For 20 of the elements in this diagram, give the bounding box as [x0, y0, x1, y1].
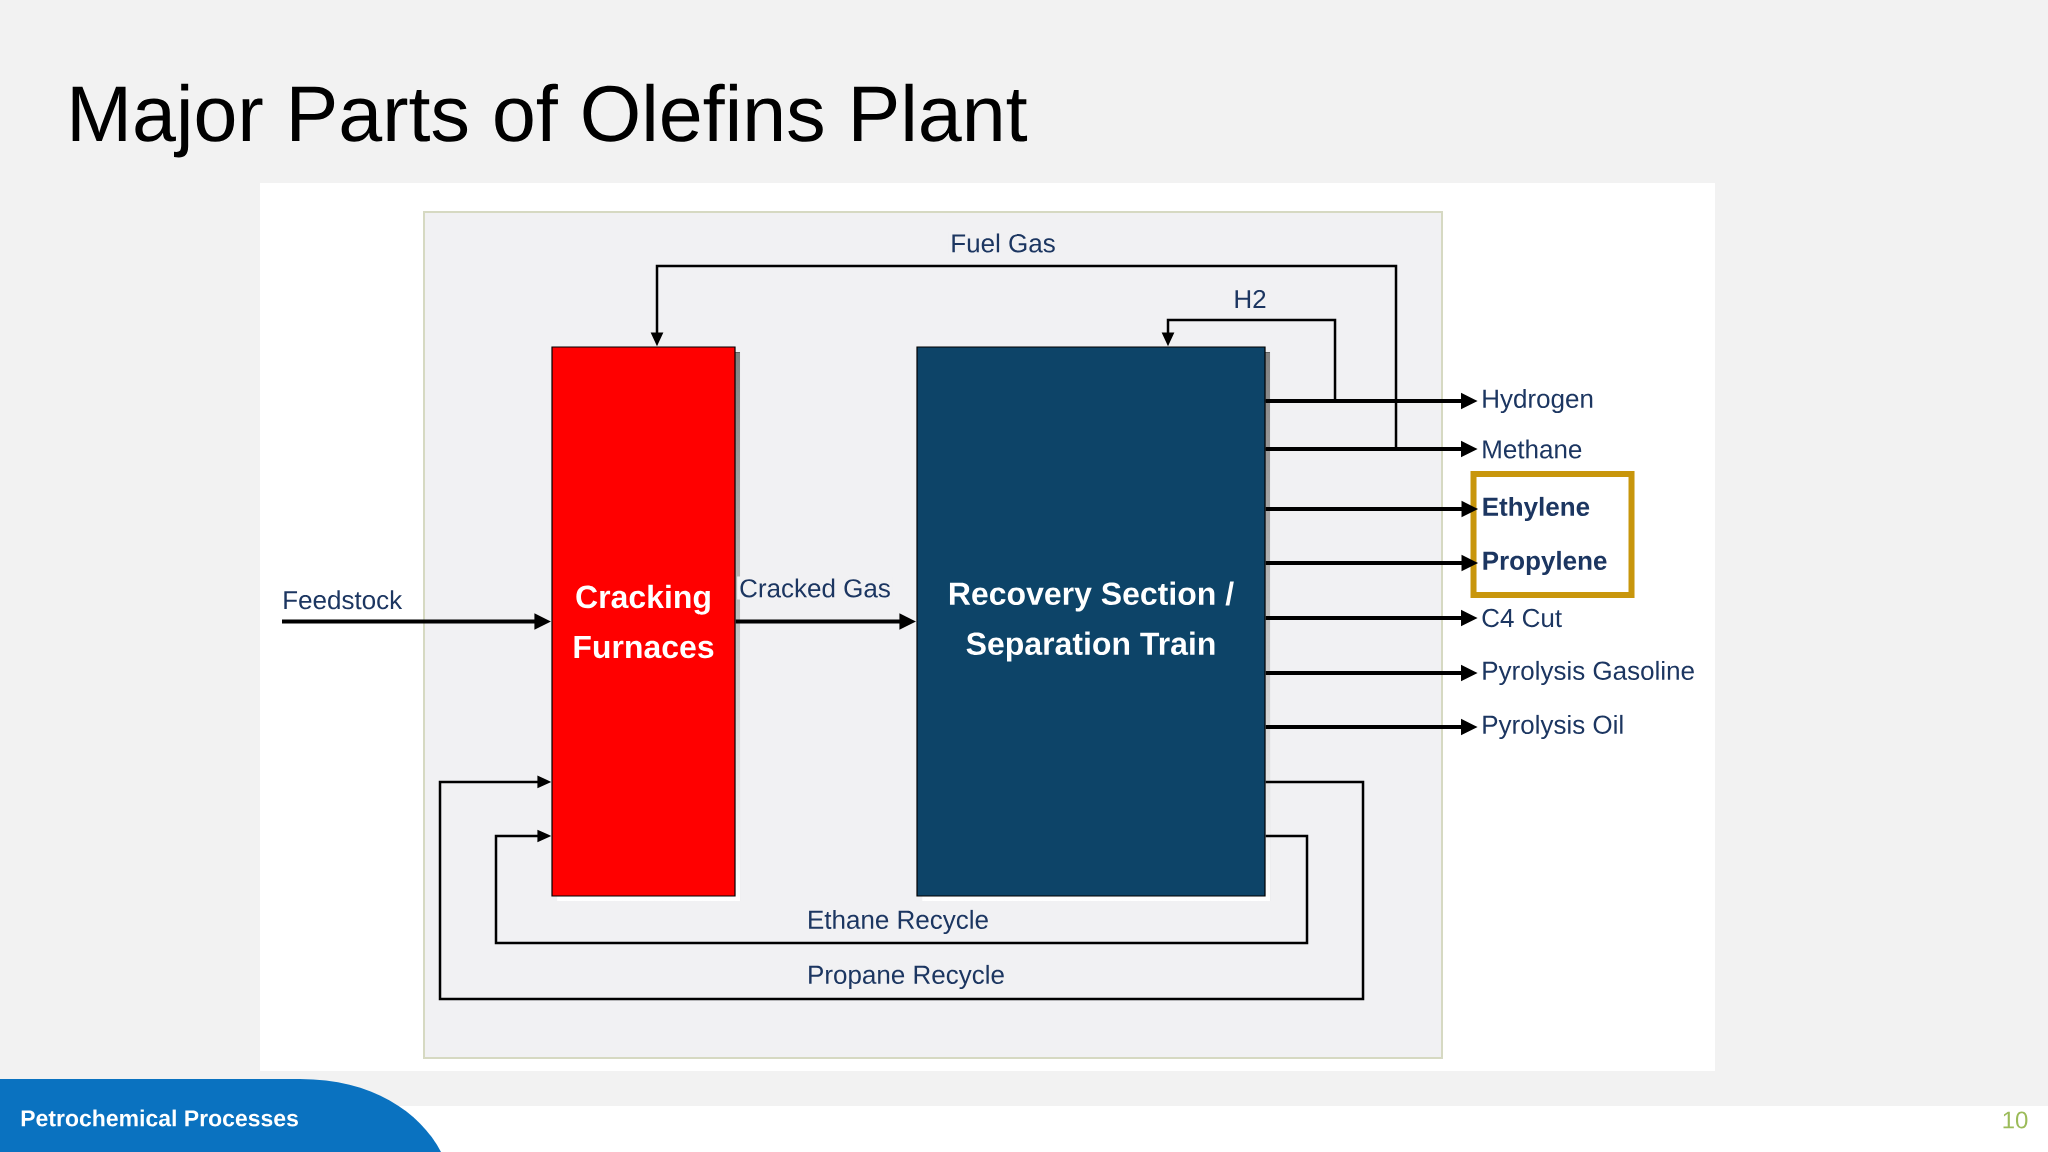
- flow-label: Pyrolysis Gasoline: [1483, 660, 1694, 686]
- flow-label: Propylene: [1483, 550, 1607, 576]
- edge-label: Propane Recycle: [805, 962, 1007, 992]
- highlight-box: [1470, 471, 1635, 598]
- edge-label: Cracked Gas: [737, 576, 893, 600]
- flow-label: Hydrogen: [1483, 388, 1593, 414]
- flow-label: Feedstock: [284, 590, 403, 610]
- edge-label: Ethane Recycle: [804, 907, 992, 937]
- flow-label: Ethylene: [1483, 496, 1590, 522]
- footer-banner: Petrochemical Processes: [0, 1079, 441, 1152]
- arrow: [438, 775, 1365, 1001]
- flow-label: Pyrolysis Oil: [1483, 714, 1623, 740]
- page-number: 10: [2003, 1111, 2028, 1129]
- process-box: Recovery Section / Separation Train: [916, 346, 1270, 901]
- title: Major Parts of Olefins Plant: [72, 83, 1028, 158]
- arrow: [494, 829, 1309, 945]
- flow-label: Methane: [1483, 439, 1582, 459]
- edge-label: H2: [1231, 287, 1269, 311]
- process-box: Cracking Furnaces: [551, 346, 740, 901]
- flow-label: C4 Cut: [1482, 608, 1562, 628]
